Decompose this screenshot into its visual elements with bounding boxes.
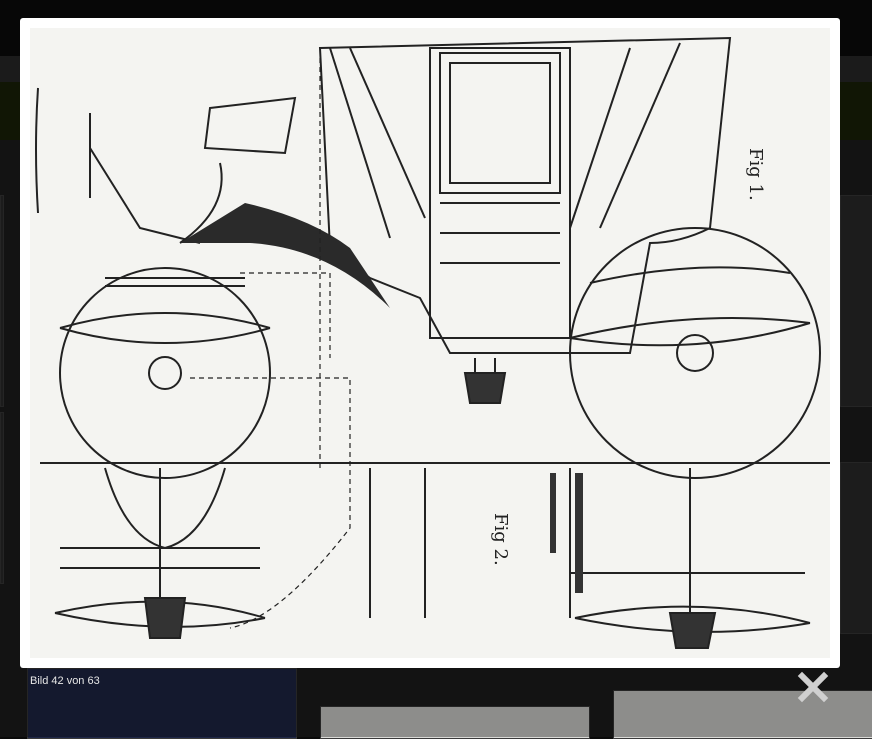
- background-thumbnail: [0, 412, 4, 584]
- lightbox-image[interactable]: Fig 1. Fig 2.: [30, 28, 830, 658]
- close-button[interactable]: [796, 670, 830, 704]
- background-thumbnail: [320, 706, 590, 739]
- image-counter: Bild 42 von 63: [30, 675, 100, 687]
- figure-label-1: Fig 1.: [745, 148, 766, 201]
- background-thumbnail: [0, 195, 4, 407]
- background-thumbnail: [840, 195, 872, 407]
- figure-label-2: Fig 2.: [490, 513, 511, 566]
- close-icon: [797, 671, 829, 703]
- lightbox-frame: Fig 1. Fig 2.: [20, 18, 840, 668]
- carriage-drawing: Fig 1. Fig 2.: [35, 36, 830, 649]
- background-thumbnail: [27, 668, 297, 739]
- background-thumbnail: [840, 462, 872, 634]
- background-thumbnail: [613, 690, 872, 739]
